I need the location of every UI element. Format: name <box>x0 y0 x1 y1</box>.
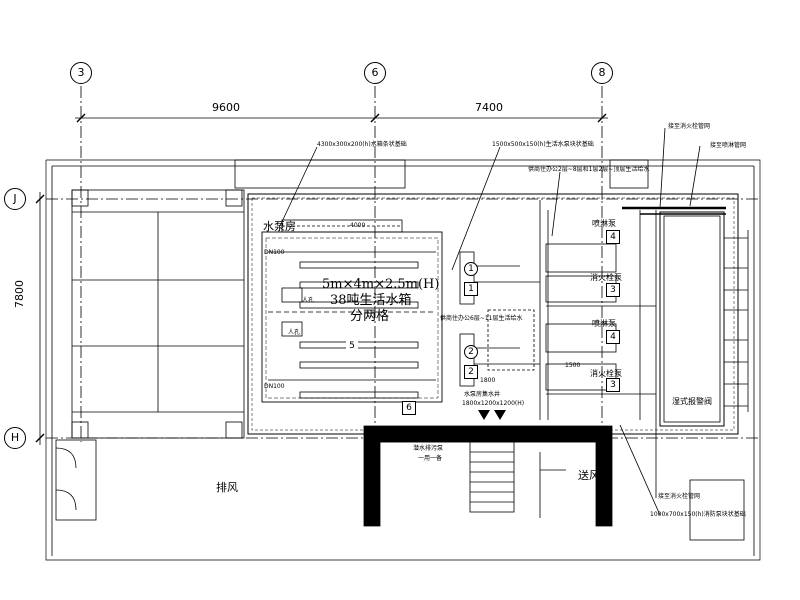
axis-marker-3: 3 <box>70 62 92 84</box>
tag-5: 5 <box>346 340 358 352</box>
callout-pump-foundation-domestic: 1500x500x150(h)生活水泵块状基础 <box>492 141 594 148</box>
callout-sump-pump: 潜水排污泵 <box>413 445 444 452</box>
tag-1b: 1 <box>464 282 478 296</box>
axis-marker-H: H <box>4 427 26 449</box>
outer-wall <box>45 159 761 561</box>
callout-supply-note-top: 供商住办公2层~8层和1层2层~顶层生活给水 <box>528 166 650 173</box>
callout-supply-note-mid: 供商住办公6层~11层生活给水 <box>440 315 523 322</box>
callout-pit-size: 1800x1200x1200(H) <box>462 400 525 407</box>
callout-fire-hydrant-network-2: 接至消火栓管网 <box>658 493 701 500</box>
callout-alarm-valve-network: 接至喷淋管网 <box>710 142 747 149</box>
room-exhaust: 排风 <box>216 481 238 494</box>
dim-1500: 1500 <box>565 362 581 369</box>
tank-division: 分两格 <box>350 309 390 324</box>
callout-fire-pump-foundation: 1000x700x150(h)消防泵块状基础 <box>650 511 746 518</box>
tank-size: 5m×4m×2.5m(H) <box>322 277 440 292</box>
tank-manhole-1: 人孔 <box>302 297 315 304</box>
pipe-dn100-bottom: DN100 <box>264 383 285 390</box>
tag-2b: 2 <box>464 365 478 379</box>
axis-marker-8: 8 <box>591 62 613 84</box>
label-wet-alarm-valve: 湿式报警阀 <box>672 397 712 406</box>
room-supply: 送风 <box>578 469 600 482</box>
dim-tank-width: 4000 <box>350 222 366 229</box>
label-hydrant-pump-2: 消火栓泵 <box>590 369 622 378</box>
callout-sump-pump-note: 一用一备 <box>418 455 443 462</box>
callout-fire-hydrant-network-1: 接至消火栓管网 <box>668 123 711 130</box>
tag-1a: 1 <box>464 262 478 276</box>
room-pump-room: 水泵房 <box>263 220 296 233</box>
tag-4a: 4 <box>606 230 620 244</box>
callout-pit: 水泵房集水井 <box>464 391 501 398</box>
callout-tank-foundation: 4300x300x200(h)水箱条状基础 <box>317 141 407 148</box>
label-sprinkler-pump-2: 喷淋泵 <box>592 319 616 328</box>
tag-4b: 4 <box>606 330 620 344</box>
tag-6: 6 <box>402 401 416 415</box>
pipe-dn100-top: DN100 <box>264 249 285 256</box>
left-room <box>71 189 245 439</box>
tag-3a: 3 <box>606 283 620 297</box>
label-sprinkler-pump-1: 喷淋泵 <box>592 219 616 228</box>
dim-span-left: 9600 <box>212 101 240 114</box>
axis-marker-J: J <box>4 188 26 210</box>
dim-height: 7800 <box>13 280 26 308</box>
tag-2a: 2 <box>464 345 478 359</box>
dim-span-right: 7400 <box>475 101 503 114</box>
dim-1800: 1800 <box>480 377 496 384</box>
tank-capacity: 38吨生活水箱 <box>330 293 412 308</box>
axis-marker-6: 6 <box>364 62 386 84</box>
alarm-valve-room <box>659 211 725 427</box>
tank-manhole-2: 人孔 <box>288 329 301 336</box>
tag-3b: 3 <box>606 378 620 392</box>
label-hydrant-pump-1: 消火栓泵 <box>590 273 622 282</box>
